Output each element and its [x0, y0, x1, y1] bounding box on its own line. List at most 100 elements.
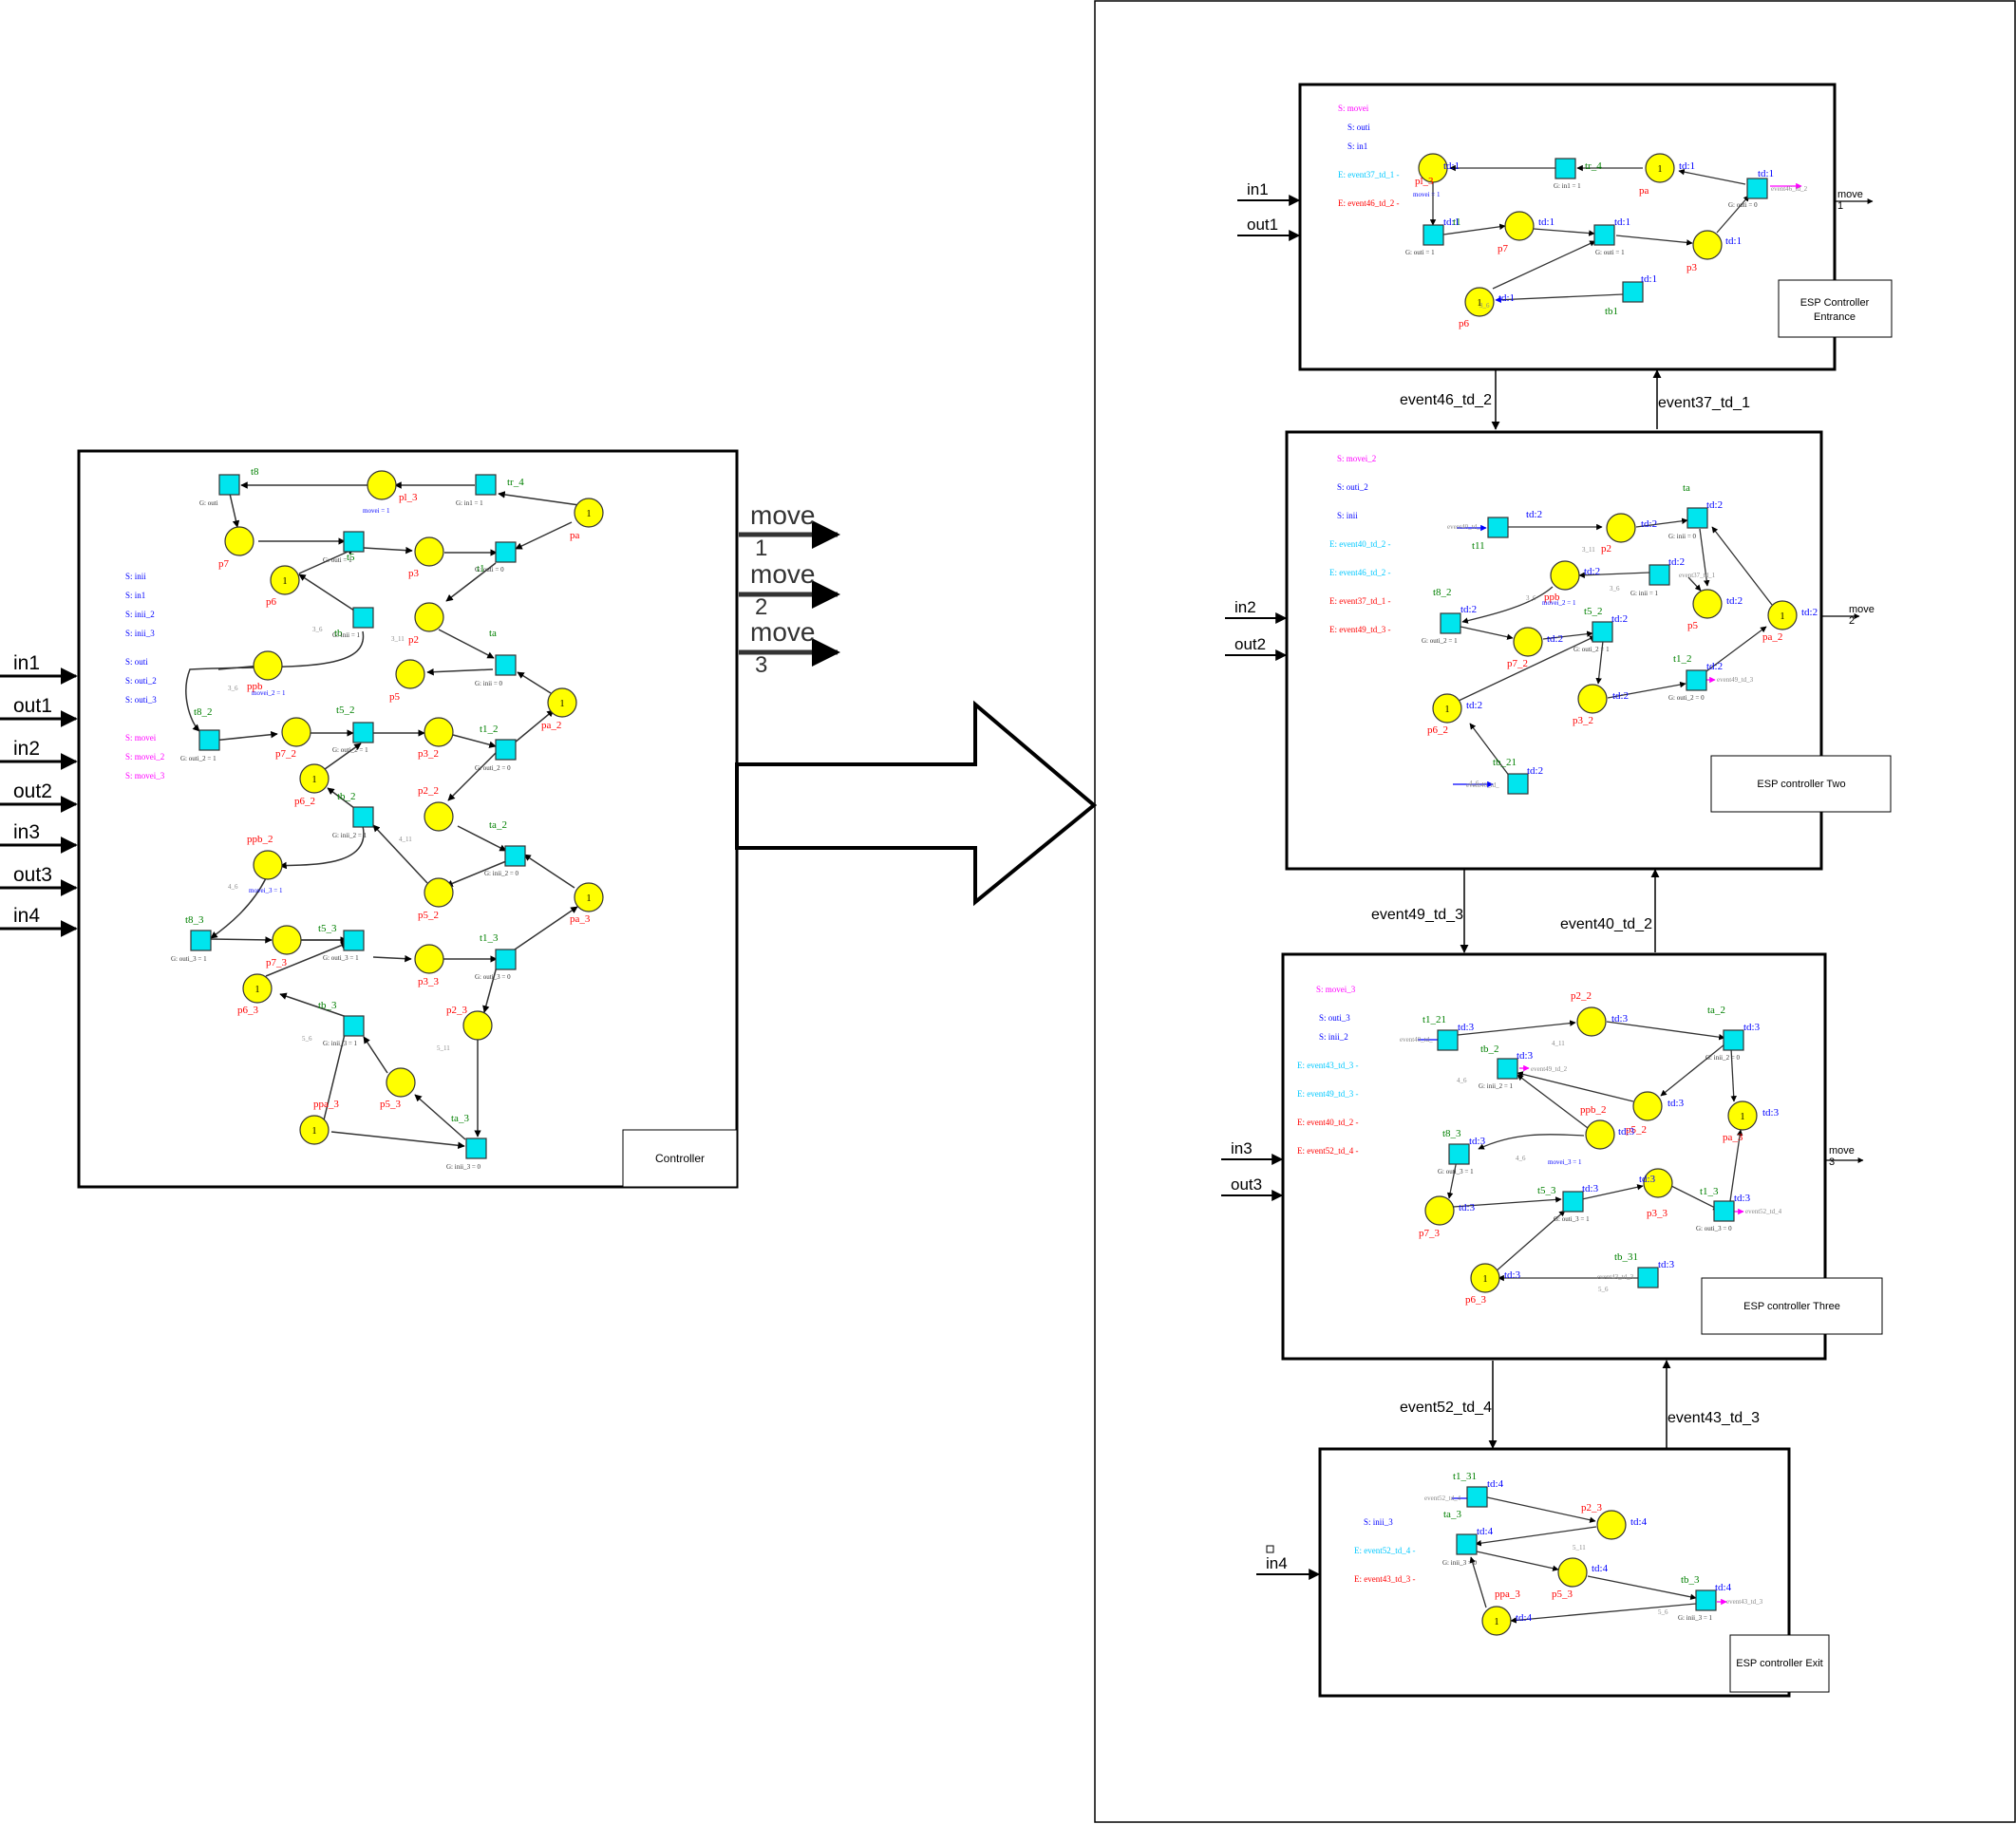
- svg-text:3_6: 3_6: [228, 685, 238, 692]
- svg-text:td:2: td:2: [1641, 518, 1657, 530]
- svg-text:td:2: td:2: [1612, 690, 1629, 702]
- transition-t5: [1593, 224, 1615, 246]
- place-ppa_3: [1481, 1606, 1512, 1636]
- transition-t8_2: [198, 729, 220, 751]
- svg-text:event43_td_3: event43_td_3: [1597, 1273, 1634, 1281]
- input-arrow-out1: out1: [0, 695, 78, 727]
- svg-text:td:4: td:4: [1630, 1516, 1648, 1528]
- svg-text:td:3: td:3: [1762, 1107, 1780, 1119]
- svg-text:p2_3: p2_3: [446, 1005, 468, 1016]
- svg-text:tb: tb: [334, 628, 343, 639]
- svg-text:out1: out1: [13, 695, 52, 717]
- svg-text:p6: p6: [266, 596, 277, 608]
- svg-text:E: event43_td_3 -: E: event43_td_3 -: [1354, 1574, 1416, 1584]
- place-p7_3: [1424, 1195, 1455, 1226]
- svg-text:td:3: td:3: [1618, 1126, 1635, 1138]
- svg-text:t1: t1: [1453, 216, 1461, 228]
- input-label: in3: [1231, 1139, 1253, 1157]
- svg-text:G: outi_2 = 1: G: outi_2 = 1: [332, 746, 368, 754]
- svg-text:p3: p3: [408, 568, 420, 579]
- svg-text:G: in1 = 1: G: in1 = 1: [1554, 182, 1581, 190]
- svg-text:4_6: 4_6: [1469, 780, 1479, 787]
- svg-text:E: event43_td_3 -: E: event43_td_3 -: [1297, 1061, 1359, 1070]
- left-controller-box: [77, 449, 739, 1189]
- svg-text:in3: in3: [13, 821, 40, 843]
- svg-text:td:3: td:3: [1743, 1022, 1761, 1033]
- svg-text:E: event49_td_3 -: E: event49_td_3 -: [1329, 625, 1391, 634]
- svg-text:td:2: td:2: [1547, 633, 1563, 645]
- svg-text:td:2: td:2: [1460, 604, 1477, 615]
- place-p7: [224, 526, 254, 556]
- svg-text:ppb: ppb: [1544, 592, 1560, 603]
- svg-text:p5_2: p5_2: [418, 910, 439, 921]
- transition-t11: [1487, 517, 1509, 538]
- svg-text:G: inii = 0: G: inii = 0: [475, 680, 503, 687]
- svg-text:event49_td_3: event49_td_3: [1717, 676, 1754, 684]
- signal: S: inii_2: [125, 610, 155, 619]
- transition-ta: [495, 654, 517, 676]
- svg-text:p5_3: p5_3: [380, 1099, 402, 1110]
- svg-text:t11: t11: [1472, 540, 1485, 552]
- transition-tb_31: [1637, 1267, 1659, 1288]
- svg-text:3_6: 3_6: [1479, 302, 1490, 310]
- svg-text:movei_3 = 1: movei_3 = 1: [249, 887, 283, 894]
- signal: S: movei_3: [125, 771, 165, 780]
- svg-text:p7: p7: [218, 558, 230, 570]
- place-pl_3: [367, 470, 397, 500]
- svg-text:td:3: td:3: [1658, 1259, 1675, 1270]
- signal: S: inii_3: [125, 629, 155, 638]
- place-p2_3: [1596, 1510, 1627, 1540]
- svg-text:td:2: td:2: [1706, 499, 1723, 511]
- svg-text:E: event52_td_4 -: E: event52_td_4 -: [1354, 1546, 1416, 1555]
- svg-text:E: event40_td_2 -: E: event40_td_2 -: [1329, 539, 1391, 549]
- svg-text:event46_td_2: event46_td_2: [1771, 185, 1808, 193]
- svg-text:1: 1: [1495, 1617, 1499, 1627]
- svg-text:G: outi_3 = 1: G: outi_3 = 1: [171, 955, 207, 963]
- svg-text:1: 1: [283, 576, 288, 587]
- transition-t5_2: [1592, 621, 1613, 643]
- svg-text:4_11: 4_11: [399, 836, 412, 843]
- input-label: in2: [1234, 598, 1256, 616]
- svg-text:S: inii_2: S: inii_2: [1319, 1032, 1348, 1042]
- place-pa_3: [1727, 1100, 1758, 1131]
- svg-text:S: movei: S: movei: [1338, 103, 1369, 113]
- signal: S: movei: [125, 733, 157, 743]
- svg-text:1: 1: [1478, 298, 1482, 309]
- svg-text:G: outi_3 = 1: G: outi_3 = 1: [1554, 1215, 1590, 1223]
- left-transitions: [190, 474, 526, 1159]
- svg-text:ppb_2: ppb_2: [1580, 1104, 1607, 1116]
- place-pa: [1645, 153, 1675, 183]
- place-p6: [1464, 287, 1495, 317]
- left-signal-list: S: inii S: in1 S: inii_2 S: inii_3 S: ou…: [125, 572, 165, 780]
- place-p2: [1606, 513, 1636, 543]
- svg-text:p5: p5: [389, 691, 401, 703]
- svg-text:td:3: td:3: [1458, 1022, 1475, 1033]
- svg-text:t1_21: t1_21: [1423, 1014, 1446, 1025]
- svg-text:t1_2: t1_2: [1673, 653, 1692, 665]
- svg-text:1: 1: [755, 536, 767, 561]
- place-p3_3: [1643, 1168, 1673, 1198]
- svg-text:td:1: td:1: [1538, 216, 1554, 228]
- place-p2_3: [462, 1010, 493, 1041]
- svg-text:t8_3: t8_3: [1442, 1128, 1461, 1139]
- svg-text:td:2: td:2: [1584, 566, 1600, 577]
- right-panel-frame: [1094, 0, 2016, 1823]
- block-label-box: [1729, 1634, 1830, 1693]
- svg-text:td:2: td:2: [1526, 509, 1542, 520]
- svg-text:G: inii_2 = 1: G: inii_2 = 1: [332, 832, 367, 839]
- svg-text:4_6: 4_6: [228, 883, 238, 891]
- svg-text:tb_2: tb_2: [337, 791, 356, 802]
- place-p5: [1692, 589, 1723, 619]
- svg-text:G: outi_2 = 1: G: outi_2 = 1: [1422, 637, 1458, 645]
- svg-text:p7_3: p7_3: [1419, 1228, 1441, 1239]
- svg-text:1: 1: [587, 893, 592, 904]
- svg-text:tb_21: tb_21: [1493, 757, 1517, 768]
- svg-text:1: 1: [1658, 164, 1663, 175]
- svg-text:E: event46_td_2 -: E: event46_td_2 -: [1329, 568, 1391, 577]
- tiny-square-icon: [1266, 1545, 1274, 1553]
- svg-text:5_6: 5_6: [1658, 1608, 1668, 1616]
